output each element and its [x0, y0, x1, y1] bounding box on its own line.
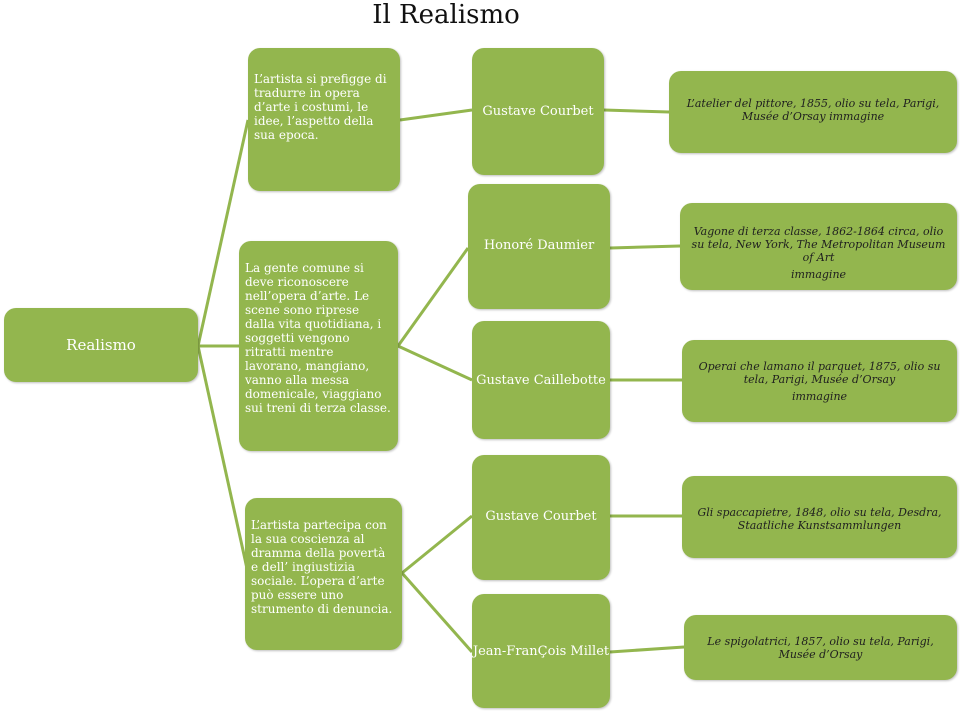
artist-name: Honoré Daumier: [483, 238, 595, 253]
description-node-1: L’artista si prefigge di tradurre in ope…: [248, 48, 400, 191]
artist-node: Honoré Daumier: [468, 184, 610, 309]
artist-name: Gustave Courbet: [485, 509, 597, 524]
artist-name: Gustave Courbet: [482, 104, 594, 119]
link-desc3-artist1: [401, 514, 473, 575]
work-text: Operai che lamano il parquet, 1875, olio…: [698, 359, 941, 386]
work-node: Vagone di terza classe, 1862-1864 circa,…: [680, 203, 957, 290]
work-node: L’atelier del pittore, 1855, olio su tel…: [669, 71, 957, 153]
link-artist-work-1: [603, 108, 670, 114]
work-text: Vagone di terza classe, 1862-1864 circa,…: [691, 225, 946, 264]
description-text: La gente comune si deve riconoscere nell…: [245, 261, 391, 415]
artist-node: Gustave Caillebotte: [472, 321, 610, 439]
link-desc1-artist1: [399, 108, 473, 122]
link-desc3-artist2: [400, 572, 474, 653]
link-artist-work-5: [609, 645, 685, 654]
artist-node: Gustave Courbet: [472, 455, 610, 580]
page-title: Il Realismo: [372, 0, 520, 30]
work-text: L’atelier del pittore, 1855, olio su tel…: [686, 97, 940, 123]
root-node: Realismo: [4, 308, 198, 382]
description-node-3: L’artista partecipa con la sua coscienza…: [245, 498, 402, 650]
artist-node: Gustave Courbet: [472, 48, 604, 175]
link-desc2-artist2: [397, 344, 473, 382]
link-root-desc1: [196, 119, 250, 347]
work-node: Gli spaccapietre, 1848, olio su tela, De…: [682, 476, 957, 558]
work-text: Le spigolatrici, 1857, olio su tela, Par…: [707, 634, 934, 661]
image-link[interactable]: immagine: [791, 389, 848, 403]
description-node-2: La gente comune si deve riconoscere nell…: [239, 241, 398, 451]
image-link[interactable]: immagine: [790, 268, 847, 281]
link-root-desc3: [196, 345, 250, 574]
artist-name: Jean-FranÇois Millet: [472, 643, 610, 659]
description-text: L’artista si prefigge di tradurre in ope…: [254, 72, 387, 142]
description-text: L’artista partecipa con la sua coscienza…: [251, 518, 393, 616]
artist-name: Gustave Caillebotte: [476, 372, 606, 388]
work-text: Gli spaccapietre, 1848, olio su tela, De…: [697, 506, 942, 532]
link-desc2-artist1: [396, 247, 470, 347]
link-artist-work-2: [609, 244, 681, 250]
artist-node: Jean-FranÇois Millet: [472, 594, 610, 708]
work-node: Le spigolatrici, 1857, olio su tela, Par…: [684, 615, 957, 680]
work-node: Operai che lamano il parquet, 1875, olio…: [682, 340, 957, 422]
root-label: Realismo: [66, 336, 136, 354]
